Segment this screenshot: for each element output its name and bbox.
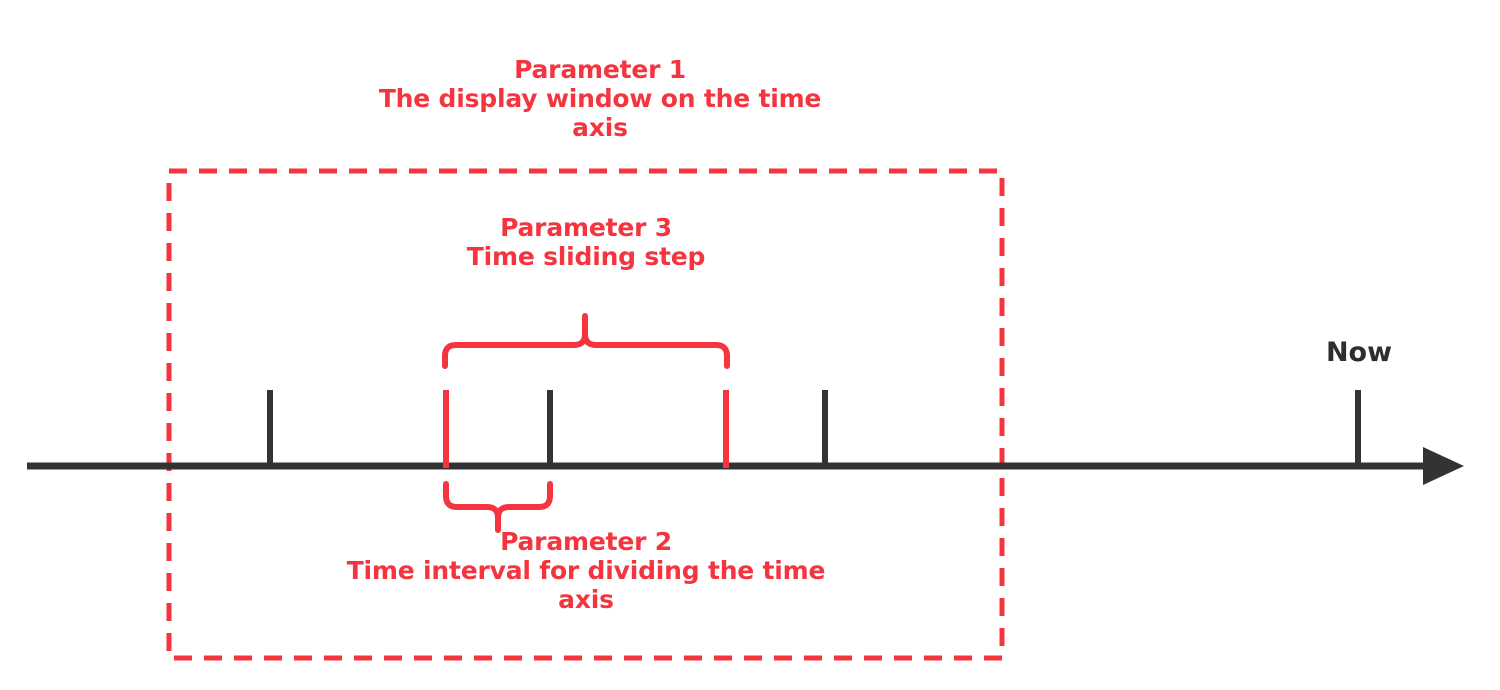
time-interval-brace (443, 481, 553, 533)
time-axis-arrow-icon (1423, 447, 1464, 485)
sliding-step-brace (442, 313, 730, 369)
now-label: Now (1325, 337, 1393, 368)
parameter2-label: Parameter 2 Time interval for dividing t… (346, 527, 826, 614)
parameter1-label: Parameter 1 The display window on the ti… (378, 55, 822, 142)
parameter3-label: Parameter 3 Time sliding step (466, 213, 706, 271)
